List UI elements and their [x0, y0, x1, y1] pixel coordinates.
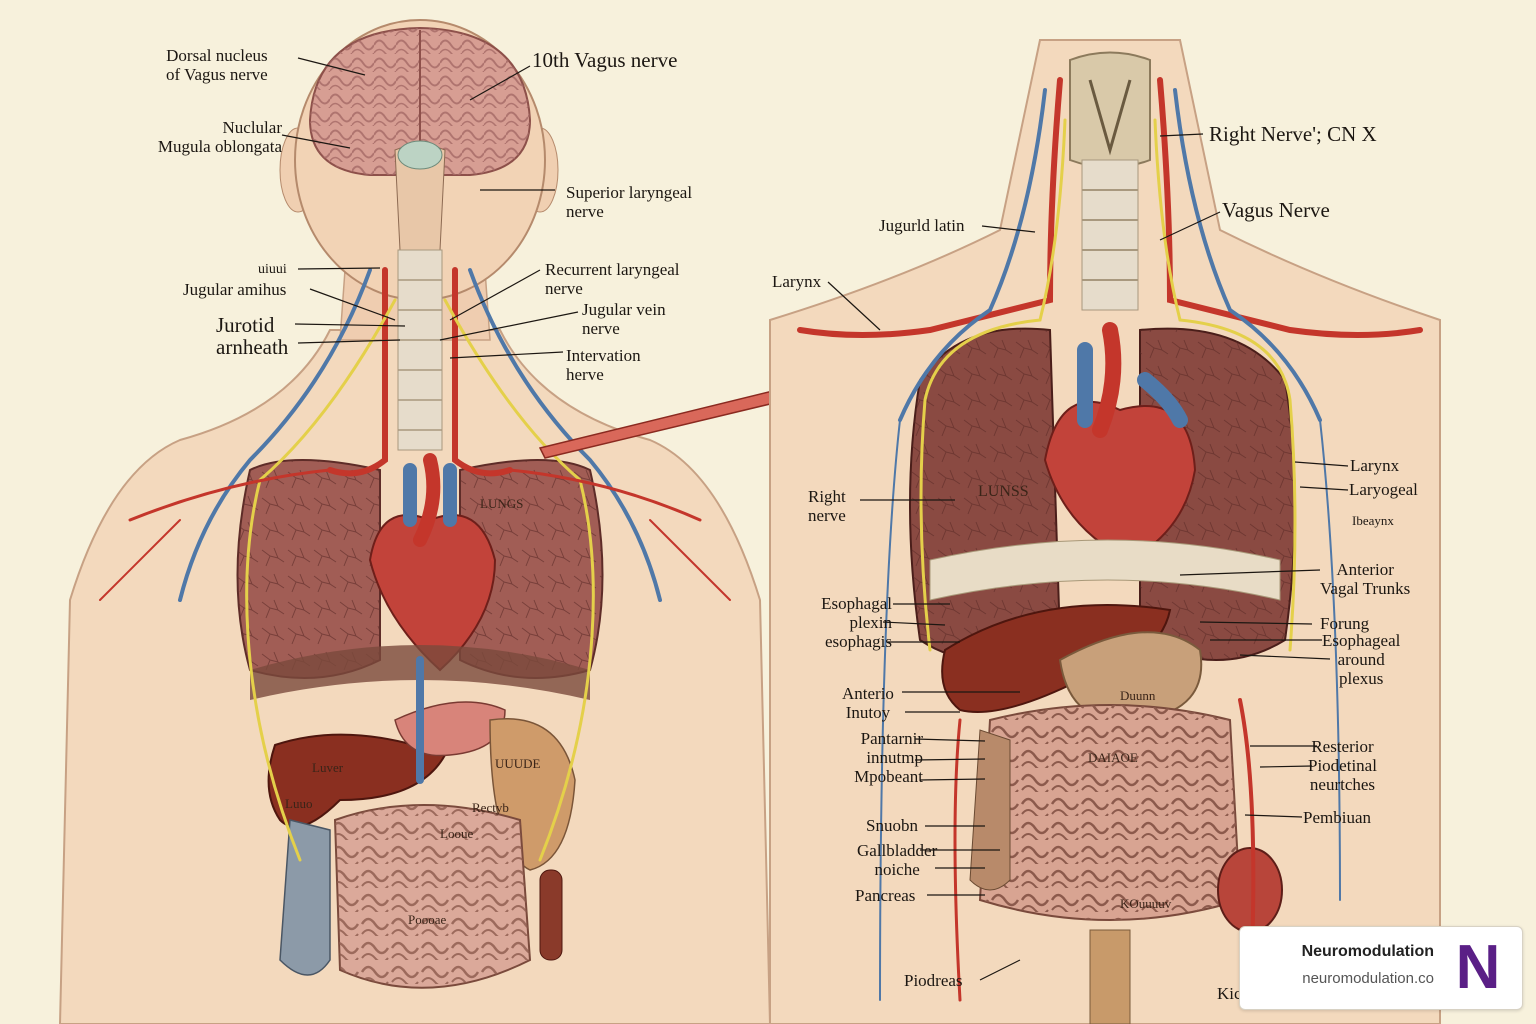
brand-logo-icon: N — [1455, 933, 1501, 1002]
left-organ-uuude: UUUDE — [495, 756, 541, 771]
label-jurotid-sheath: Jurotid arnheath — [216, 313, 289, 359]
brand-url[interactable]: neuromodulation.co — [1302, 970, 1434, 987]
left-colon — [279, 819, 331, 976]
label-jugular-amihus: Jugular amihus — [183, 280, 287, 299]
brand-badge[interactable]: Neuromodulation neuromodulation.co N — [1239, 926, 1523, 1010]
right-spleen — [1217, 847, 1283, 933]
left-liver — [267, 733, 447, 828]
left-organ-looue: Looue — [440, 826, 473, 841]
label-resterior: Resterior Piodetinal neurtches — [1308, 737, 1377, 794]
label-recurrent-laryngeal: Recurrent laryngeal nerve — [545, 260, 680, 298]
left-spine — [397, 249, 443, 451]
label-esophageal-around-plexus: Esophageal around plexus — [1322, 631, 1401, 688]
right-organ-daiaoe: DAIAOE — [1088, 750, 1138, 765]
right-figure: LUNSS Duunn DAIAOE KOuuuuv — [769, 39, 1441, 1024]
brand-name: Neuromodulation — [1301, 943, 1434, 960]
label-gallbladder: Gallbladder noiche — [857, 841, 938, 879]
left-adrenal — [539, 869, 563, 961]
label-snuobn: Snuobn — [866, 816, 918, 835]
label-esophagal-plexin: Esophagal plexin esophagis — [821, 594, 892, 651]
label-right-nerve: Right nerve — [808, 487, 846, 525]
left-organ-lungs: LUNGS — [480, 496, 523, 511]
label-jugular-vein-nerve: Jugular vein nerve — [582, 300, 666, 338]
label-10th-vagus-nerve: 10th Vagus nerve — [532, 48, 678, 72]
label-right-nerve-cnx: Right Nerve'; CN X — [1209, 122, 1377, 146]
label-larynx-side: Larynx — [1350, 456, 1400, 475]
label-vagus-nerve: Vagus Nerve — [1222, 198, 1330, 222]
label-intervation-nerve: Intervation herve — [566, 346, 641, 384]
label-nuclular-medulla: Nuclular Mugula oblongata — [157, 118, 282, 156]
left-organ-rectyb: Rectyb — [472, 800, 509, 815]
label-pembiuan: Pembiuan — [1303, 808, 1371, 827]
label-anterior-vagal-trunks: Anterior Vagal Trunks — [1320, 560, 1411, 598]
label-superior-laryngeal: Superior laryngeal nerve — [566, 183, 693, 221]
label-larynx-top: Larynx — [772, 272, 822, 291]
label-forung: Forung — [1320, 614, 1370, 633]
label-dorsal-nucleus: Dorsal nucleus of Vagus nerve — [166, 46, 268, 84]
left-organ-liver: Luver — [312, 760, 344, 775]
leader-lines — [281, 57, 1349, 981]
label-uiuui: uiuui — [258, 262, 287, 277]
right-organ-kuuuuv: KOuuuuv — [1120, 896, 1172, 911]
right-rectum — [1089, 929, 1131, 1024]
label-laryogeal: Laryogeal — [1349, 480, 1418, 499]
label-kic: Kic — [1217, 984, 1242, 1003]
label-pantarnir: Pantarnir innutmp Mpobeant — [854, 729, 923, 786]
label-piodreas: Piodreas — [904, 971, 963, 990]
right-organ-lunss: LUNSS — [978, 483, 1029, 500]
label-ibeaynx: Ibeaynx — [1352, 513, 1394, 528]
left-figure: LUNGS Luver Luuo UUUDE Rectyb Looue Pooo… — [58, 19, 947, 1024]
right-diaphragm — [929, 539, 1281, 601]
label-jugurld-latin: Jugurld latin — [879, 216, 965, 235]
label-anterio-inutoy: Anterio Inutoy — [842, 684, 894, 722]
right-organ-duunn: Duunn — [1120, 688, 1156, 703]
right-spine — [1081, 159, 1139, 311]
label-pancreas: Pancreas — [855, 886, 916, 905]
left-organ-luuo: Luuo — [285, 796, 312, 811]
left-organ-poooae: Poooae — [408, 912, 447, 927]
